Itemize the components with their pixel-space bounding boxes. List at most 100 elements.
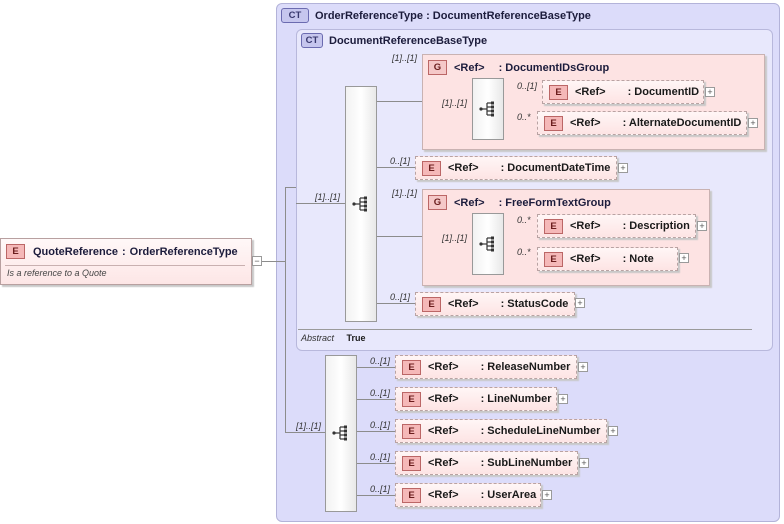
element-icon: E — [544, 218, 563, 234]
element-ref: <Ref> — [428, 361, 459, 373]
outer-sequence-compositor[interactable] — [325, 355, 357, 512]
element-ref: <Ref> — [448, 298, 479, 310]
element-ref: <Ref> — [570, 220, 601, 232]
expand-icon[interactable]: + — [578, 362, 588, 372]
group-ids-seq-cardinality: [1]..[1] — [442, 98, 468, 108]
element-name: : UserArea — [480, 489, 537, 501]
abstract-value: True — [346, 333, 366, 343]
group-icon: G — [428, 60, 447, 75]
connector — [375, 303, 415, 304]
element-icon: E — [402, 359, 421, 375]
element-name: : DocumentDateTime — [500, 162, 611, 174]
description-element[interactable]: E <Ref> : Description — [537, 214, 696, 238]
element-ref: <Ref> — [428, 489, 459, 501]
sequence-icon — [479, 236, 494, 252]
connector — [285, 187, 286, 432]
expand-icon[interactable]: + — [608, 426, 618, 436]
element-name: : ScheduleLineNumber — [480, 425, 601, 437]
cardinality-label: 0..[1] — [370, 484, 391, 494]
group-ids-ref: <Ref> — [454, 61, 485, 74]
complex-type-icon: CT — [281, 8, 309, 23]
abstract-separator — [298, 329, 752, 330]
document-reference-base-type-title: DocumentReferenceBaseType — [329, 34, 488, 47]
expand-icon[interactable]: + — [697, 221, 707, 231]
cardinality-label: 0..[1] — [370, 452, 391, 462]
alternate-document-id-element[interactable]: E <Ref> : AlternateDocumentID — [537, 111, 747, 135]
free-form-text-group-header: G <Ref> : FreeFormTextGroup — [428, 195, 611, 210]
document-date-time-element[interactable]: E <Ref> : DocumentDateTime — [415, 156, 617, 180]
element-ref: <Ref> — [570, 117, 601, 129]
quote-reference-type: OrderReferenceType — [129, 245, 238, 258]
group-text-seq-cardinality: [1]..[1] — [442, 233, 468, 243]
element-ref: <Ref> — [428, 425, 459, 437]
element-name: : Note — [622, 253, 654, 265]
user-area-element[interactable]: E <Ref> : UserArea — [395, 483, 541, 507]
element-name: : StatusCode — [500, 298, 569, 310]
schedule-line-number-element[interactable]: E <Ref> : ScheduleLineNumber — [395, 419, 607, 443]
document-reference-base-type-header: CT DocumentReferenceBaseType — [301, 33, 487, 48]
expand-icon[interactable]: + — [679, 253, 689, 263]
expand-icon[interactable]: + — [705, 87, 715, 97]
quote-reference-header: E QuoteReference : OrderReferenceType — [6, 244, 238, 259]
group-ids-sequence[interactable] — [472, 78, 504, 140]
element-name: : AlternateDocumentID — [622, 117, 742, 129]
cardinality-label: 0..[1] — [390, 292, 411, 302]
element-ref: <Ref> — [570, 253, 601, 265]
collapse-icon[interactable]: − — [252, 256, 262, 266]
connector — [355, 495, 395, 496]
cardinality-label: 0..[1] — [370, 420, 391, 430]
element-icon: E — [402, 391, 421, 407]
quote-reference-element[interactable]: E QuoteReference : OrderReferenceType Is… — [0, 238, 252, 285]
group-ids-name: : DocumentIDsGroup — [498, 61, 610, 74]
element-icon: E — [6, 244, 25, 259]
inner-sequence-cardinality: [1]..[1] — [315, 192, 341, 202]
quote-reference-name: QuoteReference — [33, 245, 118, 258]
doc-separator — [5, 265, 245, 266]
element-icon: E — [544, 115, 563, 131]
status-code-element[interactable]: E <Ref> : StatusCode — [415, 292, 575, 316]
expand-icon[interactable]: + — [575, 298, 585, 308]
connector — [285, 432, 325, 433]
group-icon: G — [428, 195, 447, 210]
element-icon: E — [402, 423, 421, 439]
connector — [375, 101, 422, 102]
element-icon: E — [422, 160, 441, 176]
group-text-cardinality: [1]..[1] — [392, 188, 418, 198]
element-ref: <Ref> — [428, 457, 459, 469]
element-ref: <Ref> — [448, 162, 479, 174]
element-name: : Description — [622, 220, 690, 232]
document-id-element[interactable]: E <Ref> : DocumentID — [542, 80, 704, 104]
sequence-icon — [352, 196, 367, 212]
note-element[interactable]: E <Ref> : Note — [537, 247, 678, 271]
abstract-property: Abstract True — [301, 333, 366, 343]
connector — [355, 463, 395, 464]
release-number-element[interactable]: E <Ref> : ReleaseNumber — [395, 355, 577, 379]
element-icon: E — [422, 296, 441, 312]
cardinality-label: 0..* — [517, 112, 531, 122]
element-name: : ReleaseNumber — [480, 361, 571, 373]
cardinality-label: 0..[1] — [517, 81, 538, 91]
line-number-element[interactable]: E <Ref> : LineNumber — [395, 387, 557, 411]
expand-icon[interactable]: + — [618, 163, 628, 173]
sequence-icon — [479, 101, 494, 117]
expand-icon[interactable]: + — [579, 458, 589, 468]
cardinality-label: 0..* — [517, 247, 531, 257]
expand-icon[interactable]: + — [542, 490, 552, 500]
connector — [375, 167, 415, 168]
expand-icon[interactable]: + — [748, 118, 758, 128]
cardinality-label: 0..[1] — [370, 356, 391, 366]
inner-sequence-compositor[interactable] — [345, 86, 377, 322]
cardinality-label: 0..* — [517, 215, 531, 225]
connector — [355, 431, 395, 432]
element-name: : LineNumber — [480, 393, 552, 405]
sequence-icon — [332, 425, 347, 441]
connector — [355, 367, 395, 368]
group-text-name: : FreeFormTextGroup — [498, 196, 611, 209]
group-text-sequence[interactable] — [472, 213, 504, 275]
order-reference-type-header: CT OrderReferenceType : DocumentReferenc… — [281, 8, 591, 23]
element-name: : DocumentID — [627, 86, 700, 98]
connector — [296, 203, 345, 204]
complex-type-icon: CT — [301, 33, 323, 48]
expand-icon[interactable]: + — [558, 394, 568, 404]
sub-line-number-element[interactable]: E <Ref> : SubLineNumber — [395, 451, 578, 475]
